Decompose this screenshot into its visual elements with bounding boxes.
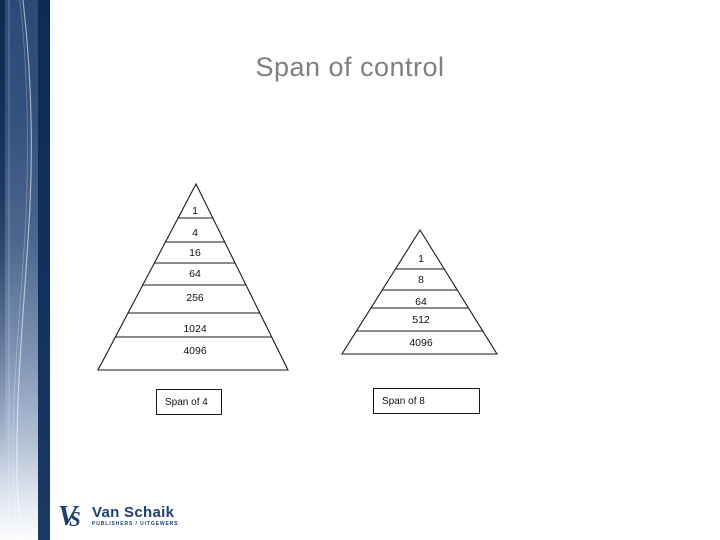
- level-value: 4096: [183, 345, 207, 357]
- level-value: 512: [412, 314, 430, 326]
- sidebar-curve-lines-icon: [8, 0, 32, 540]
- caption-box-span-of-4: Span of 4: [156, 389, 222, 415]
- level-value: 64: [189, 268, 201, 280]
- level-value: 16: [189, 247, 201, 259]
- sidebar-gradient: [0, 0, 38, 540]
- level-value: 1: [418, 253, 424, 265]
- logo-tagline: PUBLISHERS / UITGEWERS: [92, 521, 179, 527]
- caption-text-span-of-4: Span of 4: [165, 396, 208, 408]
- monogram-s: S: [69, 507, 81, 531]
- caption-box-span-of-8: Span of 8: [373, 388, 480, 414]
- slide-title: Span of control: [255, 52, 445, 82]
- pyramid-outline: [341, 228, 498, 355]
- level-value: 1024: [183, 323, 207, 335]
- level-value: 8: [418, 274, 424, 286]
- logo-name: Van Schaik: [92, 504, 175, 521]
- sidebar-decoration: [0, 0, 50, 540]
- vs-monogram-icon: V S: [58, 502, 88, 534]
- pyramid-outline: [97, 182, 289, 371]
- level-value: 4: [192, 227, 198, 239]
- pyramid-right: 1 8 64 512 4096: [341, 228, 498, 355]
- level-value: 256: [186, 292, 204, 304]
- monogram-v: V: [58, 500, 78, 532]
- level-value: 1: [192, 205, 198, 217]
- pyramid-left: 1 4 16 64 256 1024 4096: [97, 182, 289, 371]
- van-schaik-logo: V S Van Schaik PUBLISHERS / UITGEWERS: [58, 502, 178, 536]
- caption-text-span-of-8: Span of 8: [382, 395, 425, 407]
- level-value: 64: [415, 296, 427, 308]
- sidebar-left-edge: [0, 0, 5, 540]
- level-value: 4096: [409, 337, 433, 349]
- sidebar-navy-bar: [38, 0, 50, 540]
- logo-text: Van Schaik PUBLISHERS / UITGEWERS: [92, 505, 178, 528]
